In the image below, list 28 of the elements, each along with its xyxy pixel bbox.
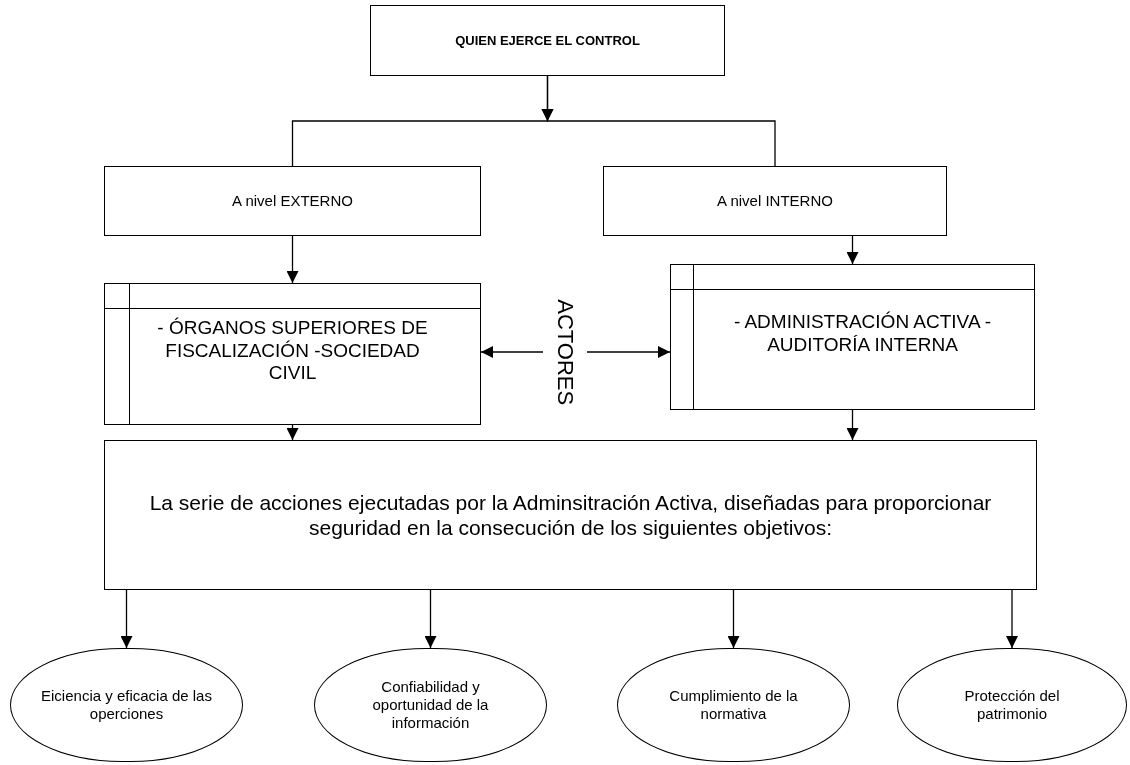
node-label: A nivel INTERNO — [717, 192, 833, 210]
arrow — [846, 235, 859, 265]
node-label: La serie de acciones ejecutadas por la Adminsitración Activa, diseñadas para proporcionar seguridad en la consecución de los siguientes objetivos: — [148, 489, 993, 541]
process-box — [603, 166, 947, 236]
node-label: Confiabilidad y oportunidad de la información — [371, 678, 490, 732]
arrow — [120, 589, 133, 649]
arrow — [1006, 589, 1018, 649]
arrow — [480, 346, 544, 358]
arrow — [727, 589, 740, 649]
arrow — [541, 75, 776, 167]
vertical-label: ACTORES — [552, 299, 579, 405]
node-label: A nivel EXTERNO — [232, 192, 353, 210]
arrow — [424, 589, 437, 649]
arrow — [286, 424, 299, 441]
table-box — [670, 264, 1035, 410]
node-label: Eiciencia y eficacia de las operciones — [40, 687, 213, 723]
node-label: - ADMINISTRACIÓN ACTIVA - AUDITORÍA INTERNA — [732, 311, 993, 357]
node-label: Cumplimiento de la normativa — [668, 687, 799, 723]
process-box — [370, 5, 725, 76]
node-label: - ÓRGANOS SUPERIORES DE FISCALIZACIÓN -SOCIEDAD CIVIL — [156, 316, 429, 386]
arrow — [846, 409, 859, 441]
arrow — [286, 235, 299, 284]
arrow — [586, 346, 671, 358]
process-box — [104, 440, 1037, 590]
node-label: QUIEN EJERCE EL CONTROL — [455, 32, 640, 49]
process-box — [104, 166, 481, 236]
table-box — [104, 283, 481, 425]
node-label: Protección del patrimonio — [963, 687, 1061, 723]
